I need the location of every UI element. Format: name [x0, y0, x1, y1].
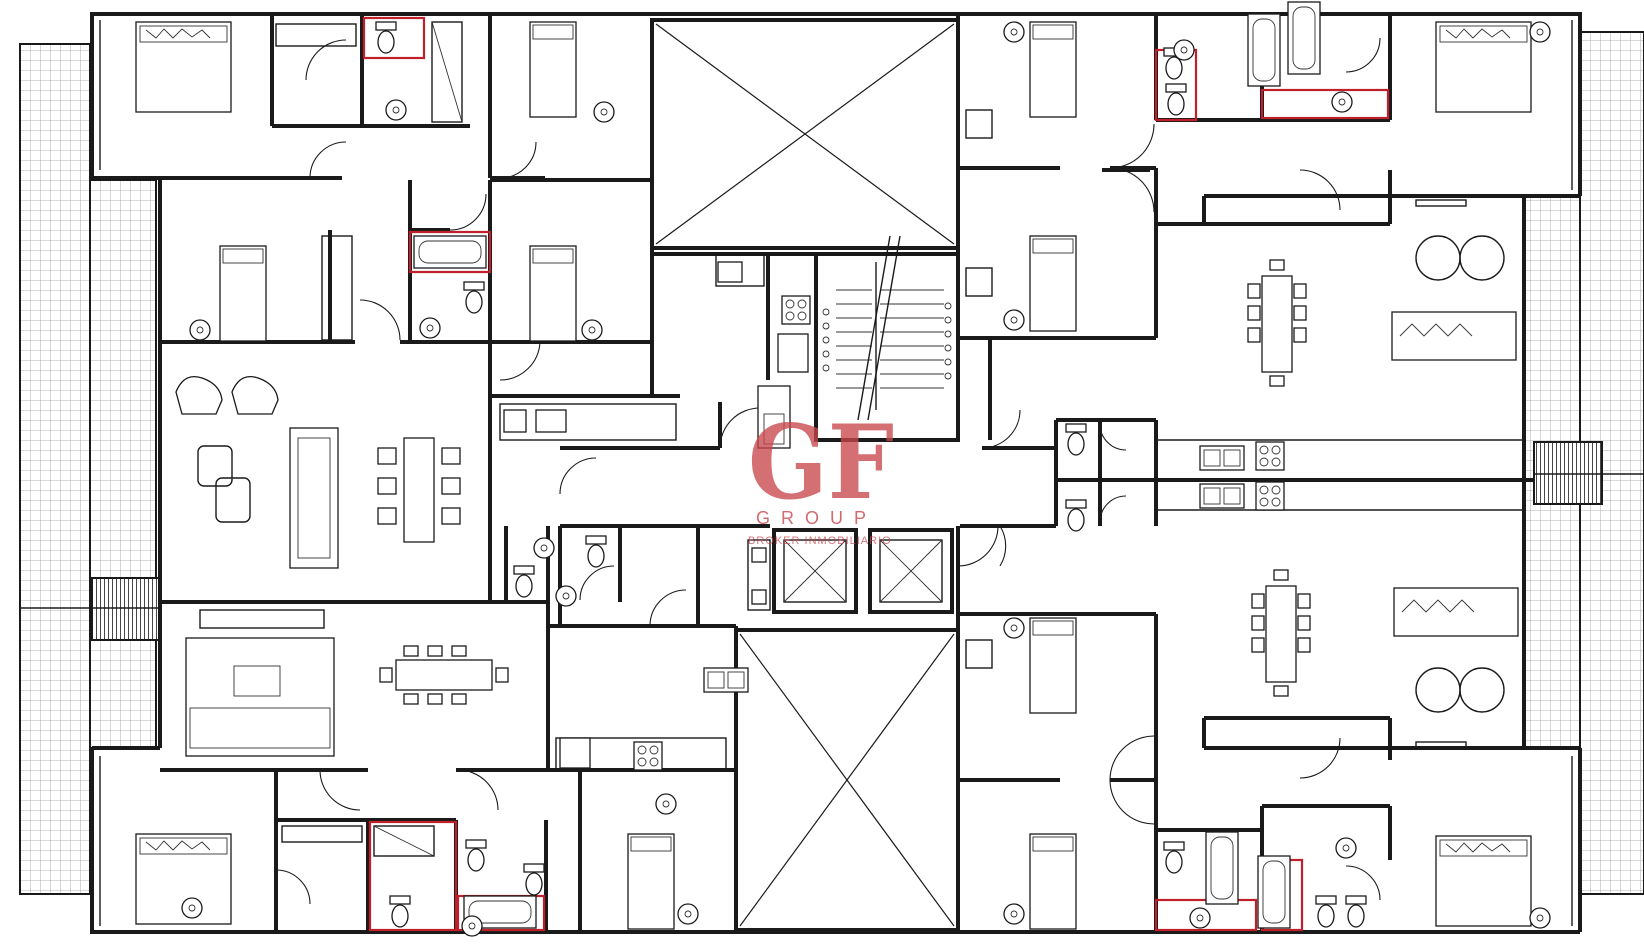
outer-walls: [90, 12, 1582, 934]
watermark-logo: GF GROUP BROKER INMOBILIARIO: [748, 403, 894, 547]
logo-monogram: GF: [748, 403, 894, 523]
living-west: [160, 342, 680, 604]
unit-northeast: [956, 1, 1551, 440]
central-corridor: [559, 402, 1058, 567]
terraces: [19, 31, 1644, 895]
logo-subtitle: BROKER INMOBILIARIO: [748, 535, 892, 547]
elevators: [772, 528, 954, 614]
utility-west: [504, 526, 771, 626]
unit-northwest: [135, 14, 654, 381]
stair-west: [91, 577, 161, 641]
unit-southwest: [135, 526, 749, 937]
unit-southeast: [956, 525, 1551, 932]
stair-east: [1533, 441, 1603, 505]
terrace-west-inner: [89, 179, 157, 749]
kitchen-north-center: [650, 252, 816, 449]
corridor-east: [1056, 418, 1534, 532]
terrace-west: [19, 43, 91, 895]
logo-brand: GROUP: [756, 508, 877, 528]
